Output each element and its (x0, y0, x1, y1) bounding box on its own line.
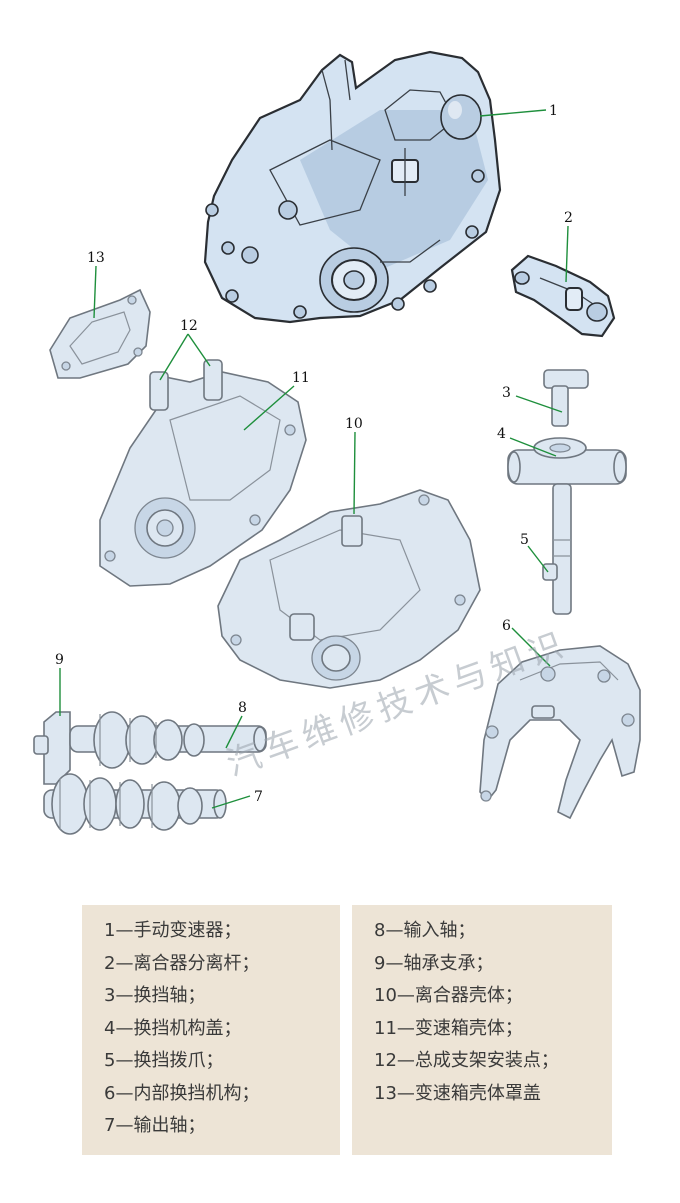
callout-3: 3 (502, 385, 511, 401)
part-13-housing-cover (49, 288, 151, 379)
callout-12: 12 (180, 318, 198, 334)
part-2-clutch-release-lever (510, 254, 616, 338)
callout-6: 6 (502, 618, 511, 634)
callout-2: 2 (564, 210, 573, 226)
legend-item: 8—输入轴； (374, 920, 476, 941)
part-1-manual-transmission (203, 50, 502, 324)
legend-item: 6—内部换挡机构； (104, 1082, 260, 1104)
legend-item: 10—离合器壳体； (374, 985, 523, 1006)
leader-lines (59, 109, 569, 809)
parts-3-4-5-shift-assembly (507, 369, 627, 615)
part-10-clutch-housing (217, 489, 481, 689)
legend-item: 7—输出轴； (104, 1115, 206, 1136)
legend-right: 8—输入轴； 9—轴承支承； 10—离合器壳体； 11—变速箱壳体； 12—总成… (352, 905, 612, 1155)
callout-4: 4 (497, 426, 506, 442)
callout-5: 5 (520, 532, 529, 548)
legend-item: 4—换挡机构盖； (104, 1017, 242, 1039)
callout-13: 13 (87, 250, 105, 266)
exploded-transmission-diagram: 1 2 3 4 5 6 7 8 9 10 11 12 13 汽车维修技术与知识 (33, 50, 641, 835)
callout-11: 11 (292, 370, 310, 386)
legend-item: 3—换挡轴； (104, 985, 206, 1006)
callout-9: 9 (55, 652, 64, 668)
legend-left: 1—手动变速器； 2—离合器分离杆； 3—换挡轴； 4—换挡机构盖； 5—换挡拨… (82, 905, 340, 1155)
legend-item: 9—轴承支承； (374, 952, 494, 974)
callout-8: 8 (238, 700, 247, 716)
callout-1: 1 (549, 103, 558, 119)
legend-item: 5—换挡拨爪； (104, 1050, 224, 1071)
legend-item: 11—变速箱壳体； (374, 1017, 523, 1039)
legend-item: 13—变速箱壳体罩盖 (374, 1082, 541, 1104)
part-11-gearbox-housing (99, 359, 307, 587)
legend-item: 1—手动变速器； (104, 920, 242, 941)
callout-numbers: 1 2 3 4 5 6 7 8 9 10 11 12 13 (55, 103, 573, 805)
callout-10: 10 (345, 416, 363, 432)
callout-7: 7 (254, 789, 263, 805)
legend-item: 12—总成支架安装点； (374, 1050, 559, 1071)
part-6-internal-shift-mechanism (479, 645, 641, 820)
legend-item: 2—离合器分离杆； (104, 952, 260, 974)
